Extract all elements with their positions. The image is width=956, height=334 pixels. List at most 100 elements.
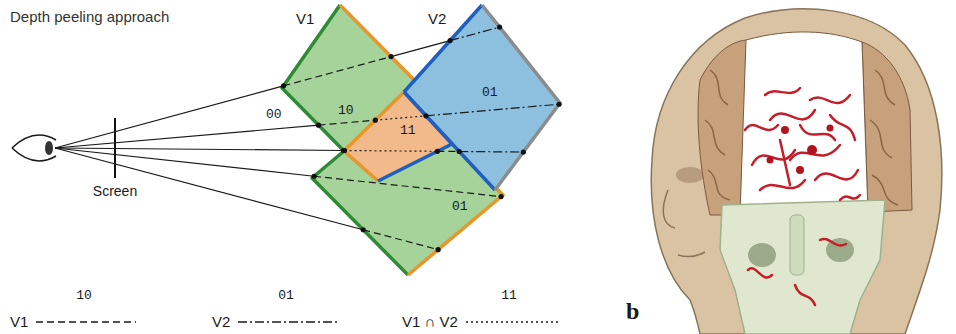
view-ray [283, 57, 391, 86]
eye-symbol [45, 141, 53, 155]
blood-vessels [820, 239, 846, 245]
intersection-dot [342, 148, 347, 153]
blood-vessels [830, 115, 855, 140]
view-ray [345, 150, 438, 152]
eye-socket [676, 167, 704, 183]
blood-vessels [745, 125, 778, 130]
volume-fill [404, 5, 560, 190]
view-ray [375, 116, 426, 120]
legend-label: V2 [212, 313, 230, 330]
view-ray [363, 230, 438, 250]
intersection-dot [311, 174, 316, 179]
view-ray [459, 151, 523, 153]
intersection-dot [281, 83, 286, 88]
intersection-dot [316, 123, 321, 128]
fragment-code: 01 [452, 200, 468, 215]
blood-vessels [770, 110, 815, 120]
brain-folds [870, 120, 892, 158]
intersection-dot [435, 149, 440, 154]
legend-entry: V1 [10, 313, 140, 330]
view-ray [391, 41, 450, 57]
intersection-border [378, 92, 452, 181]
view-ray [55, 148, 344, 150]
view-ray [55, 148, 363, 230]
intersection-dot [498, 194, 503, 199]
legend-entry: V2 [212, 313, 342, 330]
mouth-line [678, 252, 705, 256]
legend-code: 11 [501, 289, 517, 304]
view-ray [55, 125, 319, 148]
intersection-dot [373, 118, 378, 123]
view-ray [319, 120, 376, 125]
legend-code: 10 [76, 289, 92, 304]
skull-ridge [790, 215, 804, 275]
legend-label: V1 ∩ V2 [402, 313, 458, 330]
intersection-region [344, 92, 452, 181]
volume-name: V2 [428, 10, 446, 27]
blood-vessels [748, 268, 772, 277]
legend-line [238, 321, 338, 322]
volume-name: V1 [296, 10, 314, 27]
legend-line-sample [462, 317, 562, 327]
vessel-cluster [781, 126, 789, 134]
blood-vessels [795, 285, 815, 305]
blood-vessels [745, 88, 860, 305]
intersection-dot [457, 149, 462, 154]
blood-vessels [752, 150, 795, 165]
blood-vessels [790, 145, 840, 160]
panel-letter: b [626, 298, 639, 326]
intersection-dot [423, 113, 428, 118]
intersection-dot [497, 25, 502, 30]
vessel-cluster [807, 145, 817, 155]
brain-folds [708, 170, 730, 200]
blood-vessels [765, 88, 800, 95]
volume-outline [396, 0, 566, 196]
intersection-dot [361, 227, 366, 232]
view-ray [450, 27, 499, 40]
legend-line [36, 321, 136, 322]
brain-folds [705, 120, 725, 155]
view-ray [314, 176, 501, 196]
blood-vessels [780, 140, 790, 185]
fragment-code: 11 [400, 124, 416, 139]
fragment-code: 01 [482, 86, 498, 101]
brain-folds [710, 70, 728, 105]
volume-border [482, 5, 560, 190]
intersection-dot [556, 102, 561, 107]
skull-opening [748, 243, 776, 267]
eye-symbol [12, 135, 56, 161]
vessel-cluster [767, 157, 774, 164]
intersection-dot [388, 54, 393, 59]
intersection-dot [448, 38, 453, 43]
legend-line-sample [32, 317, 140, 327]
brain-cut-right [862, 42, 912, 212]
skull-base [720, 200, 885, 334]
nose-line [663, 190, 675, 228]
intersection-dot [436, 247, 441, 252]
blood-vessels [810, 95, 850, 103]
blood-vessels [840, 195, 860, 200]
head-skin [651, 9, 942, 334]
view-ray [426, 104, 559, 116]
cutaway-opening [740, 32, 868, 215]
legend-code: 01 [278, 289, 294, 304]
legend-label: V1 [10, 313, 28, 330]
view-ray [437, 151, 459, 152]
panel-title: Depth peeling approach [10, 8, 169, 25]
legend-line-sample [234, 317, 342, 327]
head-rendering [651, 9, 942, 334]
legend-line [466, 321, 558, 322]
intersection-dot [521, 149, 526, 154]
fragment-code: 00 [266, 108, 282, 123]
view-ray [55, 148, 314, 176]
screen-label: Screen [93, 183, 137, 199]
vessel-cluster [827, 125, 834, 132]
vessel-cluster [767, 125, 834, 175]
blood-vessels [815, 170, 858, 180]
volume-region: V2 [396, 0, 566, 196]
legend-entry: V1 ∩ V2 [402, 313, 562, 330]
fragment-code: 10 [338, 104, 354, 119]
